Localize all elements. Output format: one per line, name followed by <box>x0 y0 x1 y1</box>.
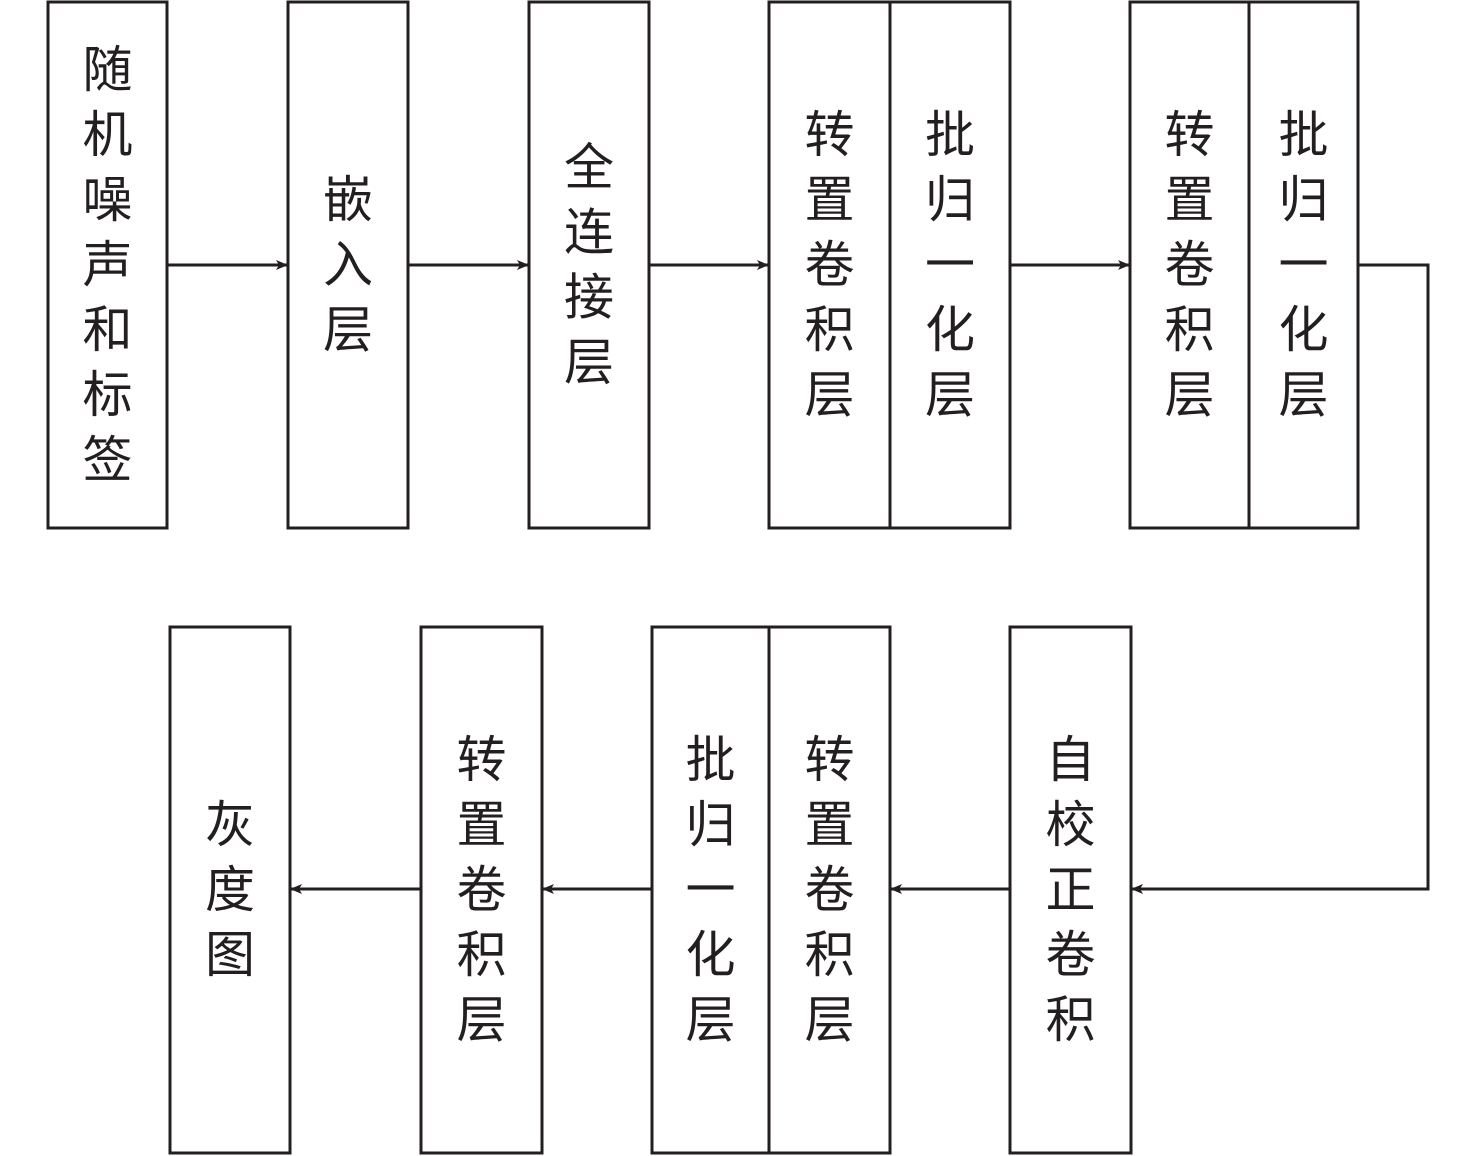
node-box <box>888 0 1012 530</box>
node-embedding-layer: 嵌入层 <box>286 0 410 530</box>
node-transposed-conv-1: 转置卷积层 <box>767 0 892 530</box>
node-label: 批归一化层 <box>1279 106 1329 424</box>
node-box <box>650 625 771 1155</box>
node-self-calibrated-conv: 自校正卷积 <box>1008 625 1133 1155</box>
node-box <box>767 0 892 530</box>
node-label: 批归一化层 <box>686 731 736 1049</box>
node-label: 转置卷积层 <box>805 731 855 1049</box>
node-box <box>168 625 292 1155</box>
node-transposed-conv-4: 转置卷积层 <box>419 625 544 1155</box>
node-batch-norm-1: 批归一化层 <box>888 0 1012 530</box>
node-grayscale-image-output: 灰度图 <box>168 625 292 1155</box>
node-box <box>286 0 410 530</box>
node-box <box>527 0 651 530</box>
node-fully-connected-layer: 全连接层 <box>527 0 651 530</box>
node-box <box>767 625 892 1155</box>
node-label: 嵌入层 <box>323 171 373 359</box>
node-transposed-conv-2: 转置卷积层 <box>1128 0 1251 530</box>
node-box <box>46 0 169 530</box>
node-noise-label-input: 随机噪声和标签 <box>46 0 169 530</box>
node-label: 灰度图 <box>205 796 255 984</box>
node-label: 自校正卷积 <box>1046 731 1096 1049</box>
node-box <box>419 625 544 1155</box>
node-label: 转置卷积层 <box>1165 106 1215 424</box>
node-label: 批归一化层 <box>925 106 975 424</box>
node-batch-norm-2: 批归一化层 <box>1247 0 1360 530</box>
node-label: 转置卷积层 <box>805 106 855 424</box>
node-box <box>1008 625 1133 1155</box>
node-label: 转置卷积层 <box>457 731 507 1049</box>
node-transposed-conv-3: 转置卷积层 <box>767 625 892 1155</box>
arrow-batch-norm-2-to-self-calibrated-conv <box>1131 263 1430 894</box>
node-box <box>1247 0 1360 530</box>
node-label: 全连接层 <box>564 139 614 392</box>
node-label: 随机噪声和标签 <box>83 41 133 489</box>
node-batch-norm-3: 批归一化层 <box>650 625 771 1155</box>
